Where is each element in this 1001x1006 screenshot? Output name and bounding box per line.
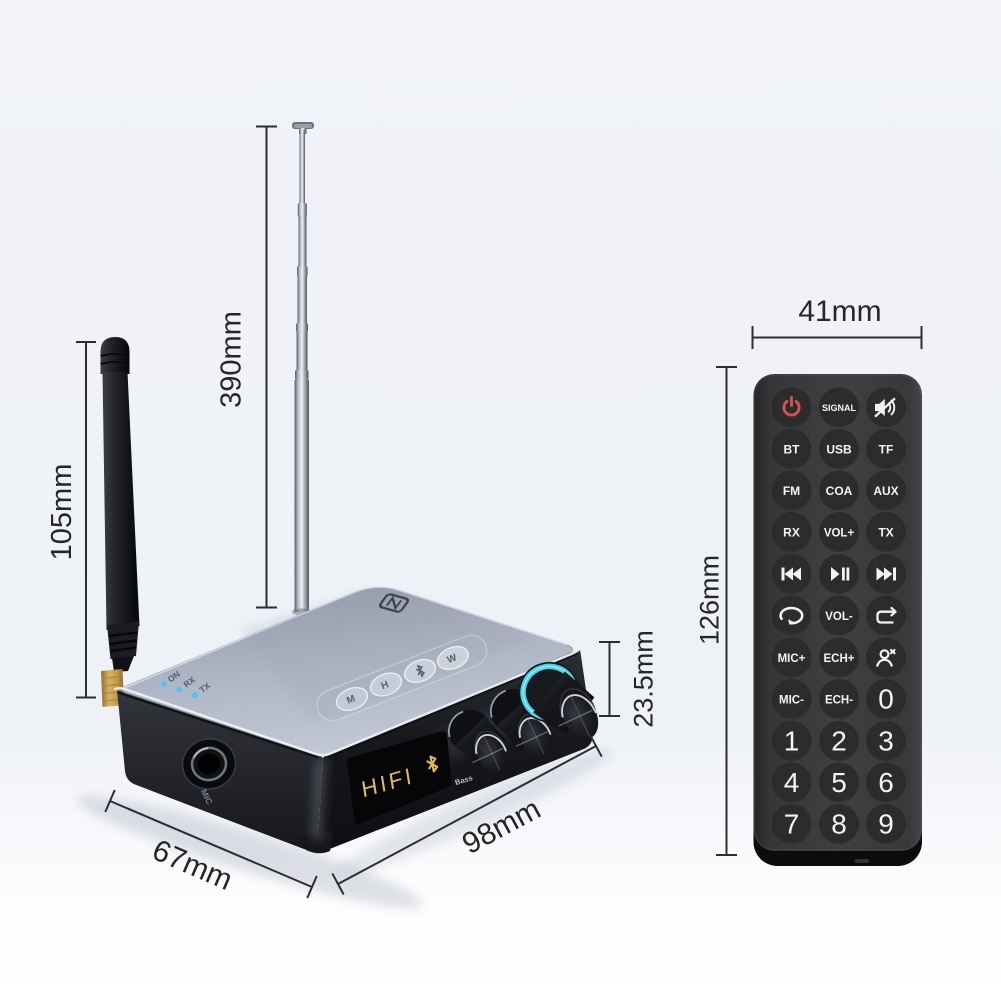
svg-text:VOL+: VOL+ — [824, 527, 855, 539]
svg-text:6: 6 — [878, 767, 894, 798]
svg-text:W: W — [446, 652, 459, 666]
svg-text:TF: TF — [879, 443, 894, 457]
svg-text:5: 5 — [831, 767, 847, 798]
svg-text:ECH+: ECH+ — [824, 653, 855, 665]
svg-text:9: 9 — [878, 809, 894, 840]
svg-text:126mm: 126mm — [695, 555, 725, 645]
svg-text:8: 8 — [831, 809, 847, 840]
svg-text:AUX: AUX — [873, 484, 898, 498]
svg-text:4: 4 — [784, 767, 800, 798]
svg-text:0: 0 — [878, 684, 894, 715]
svg-text:MIC+: MIC+ — [778, 653, 806, 665]
svg-text:105mm: 105mm — [46, 464, 78, 561]
svg-text:23.5mm: 23.5mm — [629, 630, 659, 728]
svg-text:RX: RX — [783, 526, 800, 540]
svg-text:SIGNAL: SIGNAL — [822, 403, 857, 413]
svg-text:H: H — [380, 679, 391, 692]
svg-text:1: 1 — [784, 726, 800, 757]
svg-text:USB: USB — [826, 443, 852, 457]
svg-text:7: 7 — [784, 809, 800, 840]
svg-text:FM: FM — [783, 484, 800, 498]
svg-text:ECH-: ECH- — [825, 694, 853, 706]
svg-text:3: 3 — [878, 726, 894, 757]
svg-text:COA: COA — [826, 484, 853, 498]
svg-text:2: 2 — [831, 726, 847, 757]
svg-text:TX: TX — [878, 526, 893, 540]
svg-text:41mm: 41mm — [798, 295, 881, 328]
svg-text:MIC-: MIC- — [779, 694, 804, 706]
svg-text:390mm: 390mm — [216, 311, 248, 408]
svg-text:BT: BT — [784, 443, 801, 457]
svg-text:M: M — [345, 694, 357, 707]
svg-text:VOL-: VOL- — [825, 611, 853, 623]
